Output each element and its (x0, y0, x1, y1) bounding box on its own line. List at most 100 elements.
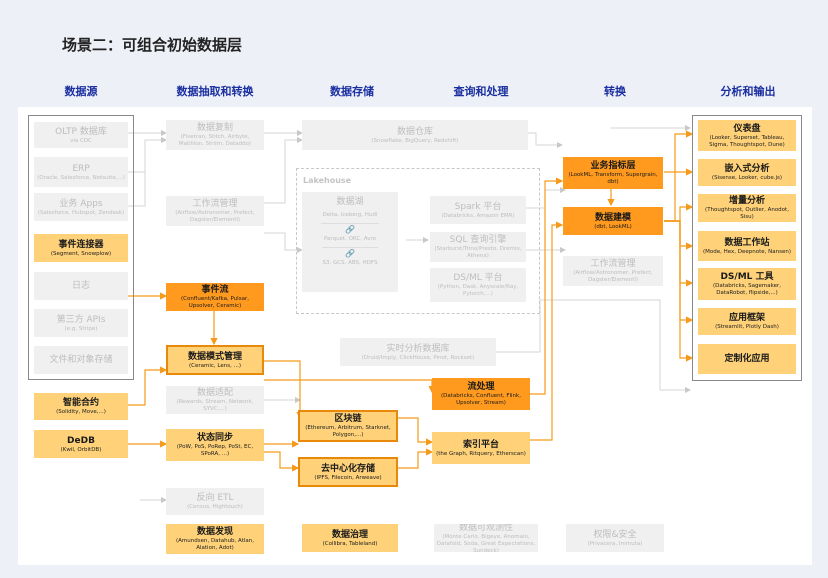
box-subtitle: (e.g. Stripe) (64, 325, 98, 332)
source-third-party-apis[interactable]: 第三方 APIs (e.g. Stripe) (34, 309, 128, 337)
data-governance[interactable]: 数据治理 (Collibra, Tableland) (302, 524, 398, 552)
box-title: 日志 (71, 281, 90, 291)
reverse-etl[interactable]: 反向 ETL (Census, Hightouch) (166, 488, 264, 515)
box-subtitle: (Mode, Hex, Deepnote, Nansen) (702, 248, 792, 255)
source-dedb[interactable]: DeDB (Kwil, OrbitDB) (34, 430, 128, 458)
box-title: 业务 Apps (59, 198, 103, 209)
box-subtitle: (Amundsen, Datahub, Atlan, Alation, Adot… (175, 538, 254, 551)
source-oltp-db[interactable]: OLTP 数据库 via CDC (34, 122, 128, 148)
box-title: 事件连接器 (58, 239, 104, 250)
dsml-tools[interactable]: DS/ML 工具 (Databricks, Sagemaker, DataRob… (698, 268, 796, 300)
box-title: 增量分析 (728, 196, 765, 206)
box-title: 智能合约 (62, 398, 99, 408)
box-title: SQL 查询引擎 (449, 235, 507, 245)
source-business-apps[interactable]: 业务 Apps (Salesforce, Hubspot, Zendesk) (34, 193, 128, 221)
box-subtitle: (Fivetran, Stitch, Airbyte, Matillion, S… (178, 134, 252, 147)
source-smart-contracts[interactable]: 智能合约 (Solidity, Move,...) (34, 393, 128, 420)
box-subtitle: (IPFS, Filecoin, Arweave) (314, 474, 382, 481)
box-subtitle: (Python, Dask, Anyscale/Ray, Pytorch,...… (437, 284, 519, 297)
data-adaptation[interactable]: 数据适配 (Rewards, Stream, Network, SYVC,...… (166, 386, 264, 414)
data-replication[interactable]: 数据复制 (Fivetran, Stitch, Airbyte, Matilli… (166, 120, 264, 150)
box-title: 工作流管理 (192, 199, 238, 209)
box-title: 索引平台 (462, 439, 499, 450)
source-erp[interactable]: ERP (Oracle, Salesforce, Netsuite,...) (34, 157, 128, 187)
custom-apps[interactable]: 定制化应用 (698, 344, 796, 374)
sql-query-engine[interactable]: SQL 查询引擎 (Starburst/Trino/Presto, Dremio… (430, 232, 526, 262)
data-discovery[interactable]: 数据发现 (Amundsen, Datahub, Atlan, Alation,… (166, 524, 264, 554)
box-title: DS/ML 平台 (453, 273, 503, 283)
box-title: OLTP 数据库 (55, 126, 107, 137)
box-title: 嵌入式分析 (724, 164, 770, 174)
link-icon: 🔗 (345, 249, 355, 258)
lakehouse-group (296, 168, 540, 314)
box-title: 应用框架 (728, 313, 765, 323)
app-frameworks[interactable]: 应用框架 (Streamlit, Plotly Dash) (698, 308, 796, 335)
dsml-platform[interactable]: DS/ML 平台 (Python, Dask, Anyscale/Ray, Py… (430, 268, 526, 302)
workflow-management[interactable]: 工作流管理 (Airflow/Astronomer, Prefect, Dags… (166, 196, 264, 226)
access-security[interactable]: 权限&安全 (Privacera, Immuta) (566, 524, 664, 552)
augmented-analytics[interactable]: 增量分析 (Thoughtspot, Outlier, Anodot, Sisu… (698, 194, 796, 222)
box-subtitle: (Databricks, Confluent, Flink, Upsolver,… (441, 393, 521, 406)
box-title: DeDB (67, 435, 95, 446)
state-sync[interactable]: 状态同步 (PoW, PoS, PoRep, PoSt, EC, SPoRA, … (166, 429, 264, 461)
box-subtitle: (Sisense, Looker, cube.js) (711, 175, 783, 181)
box-subtitle: (Kwil, OrbitDB) (60, 446, 102, 453)
embedded-analytics[interactable]: 嵌入式分析 (Sisense, Looker, cube.js) (698, 159, 796, 186)
box-title: 数据适配 (196, 388, 233, 398)
metrics-layer[interactable]: 业务指标层 (LookML, Transform, Supergrain, db… (563, 157, 663, 189)
box-title: 仪表盘 (733, 123, 761, 134)
box-title: 状态同步 (196, 433, 233, 443)
data-warehouse[interactable]: 数据仓库 (Snowflake, BigQuery, Redshift) (302, 120, 528, 150)
box-subtitle: Delta, Iceberg, Hudi (320, 212, 380, 224)
data-observability[interactable]: 数据可观测性 (Monte Carlo, Bigeye, Anomalo, Da… (434, 524, 538, 552)
box-subtitle: (Streamlit, Plotly Dash) (715, 324, 779, 330)
box-subtitle: (the Graph, Ritquery, Etherscan) (436, 450, 526, 457)
box-title: 数据工作站 (724, 237, 770, 248)
box-title: 数据湖 (336, 197, 364, 207)
source-event-connectors[interactable]: 事件连接器 (Segment, Snowplow) (34, 234, 128, 262)
box-subtitle: (Starburst/Trino/Presto, Dremio, Athena) (434, 246, 522, 259)
box-title: 区块链 (334, 414, 362, 424)
box-title: 数据可观测性 (458, 524, 513, 533)
box-title: 事件流 (201, 285, 229, 295)
box-title: 数据建模 (594, 212, 631, 223)
format-layer: Parquet, ORC, Avro (321, 236, 379, 248)
box-subtitle: (Collibra, Tableland) (322, 540, 378, 547)
box-subtitle: (PoW, PoS, PoRep, PoSt, EC, SPoRA, ...) (176, 444, 254, 457)
page-title: 场景二：可组合初始数据层 (62, 36, 243, 54)
box-title: 数据模式管理 (187, 351, 242, 362)
column-header-sources: 数据源 (64, 85, 98, 98)
decentralized-storage[interactable]: 去中心化存储 (IPFS, Filecoin, Arweave) (298, 457, 398, 487)
source-logs[interactable]: 日志 (34, 272, 128, 300)
column-header-query: 查询和处理 (453, 85, 509, 98)
indexing-platform[interactable]: 索引平台 (the Graph, Ritquery, Etherscan) (432, 432, 530, 464)
object-storage-layer: S3, GCS, ABS, HDFS (322, 260, 378, 266)
box-title: 数据治理 (331, 529, 368, 540)
source-file-object-storage[interactable]: 文件和对象存储 (34, 346, 128, 374)
dashboards[interactable]: 仪表盘 (Looker, Superset, Tableau, Sigma, T… (698, 120, 796, 151)
data-lake[interactable]: 数据湖 Delta, Iceberg, Hudi 🔗 Parquet, ORC,… (302, 192, 398, 292)
data-workbench[interactable]: 数据工作站 (Mode, Hex, Deepnote, Nansen) (698, 231, 796, 261)
box-subtitle: (LookML, Transform, Supergrain, dbt) (568, 172, 658, 185)
box-subtitle: (Thoughtspot, Outlier, Anodot, Sisu) (705, 207, 789, 220)
workflow-management-2[interactable]: 工作流管理 (Airflow/Astronomer, Prefect, Dags… (563, 256, 663, 286)
box-subtitle: (Looker, Superset, Tableau, Sigma, Thoug… (709, 134, 785, 148)
blockchain[interactable]: 区块链 (Ethereum, Arbitrum, Starknet, Polyg… (298, 410, 398, 442)
data-modeling[interactable]: 数据建模 (dbt, LookML) (563, 207, 663, 235)
schema-management[interactable]: 数据模式管理 (Ceramic, Lens, ...) (166, 345, 264, 375)
box-subtitle: (Oracle, Salesforce, Netsuite,...) (37, 174, 125, 181)
stream-processing[interactable]: 流处理 (Databricks, Confluent, Flink, Upsol… (432, 378, 530, 410)
column-header-ingestion: 数据抽取和转换 (176, 85, 254, 98)
box-subtitle: (Salesforce, Hubspot, Zendesk) (37, 209, 125, 216)
box-title: 权限&安全 (593, 529, 637, 540)
event-streaming[interactable]: 事件流 (Confluent/Kafka, Pulsar, Upsolver, … (166, 283, 264, 311)
box-title: 去中心化存储 (320, 463, 375, 474)
spark-platform[interactable]: Spark 平台 (Databricks, Amazon EMR) (430, 196, 526, 224)
link-icon: 🔗 (345, 225, 355, 234)
box-subtitle: (Segment, Snowplow) (50, 250, 112, 257)
realtime-analytics-db[interactable]: 实时分析数据库 (Druid/Imply, ClickHouse, Pinot,… (340, 338, 496, 366)
box-subtitle: via CDC (70, 137, 92, 144)
column-header-output: 分析和输出 (720, 85, 776, 98)
box-subtitle: (dbt, LookML) (594, 223, 632, 230)
